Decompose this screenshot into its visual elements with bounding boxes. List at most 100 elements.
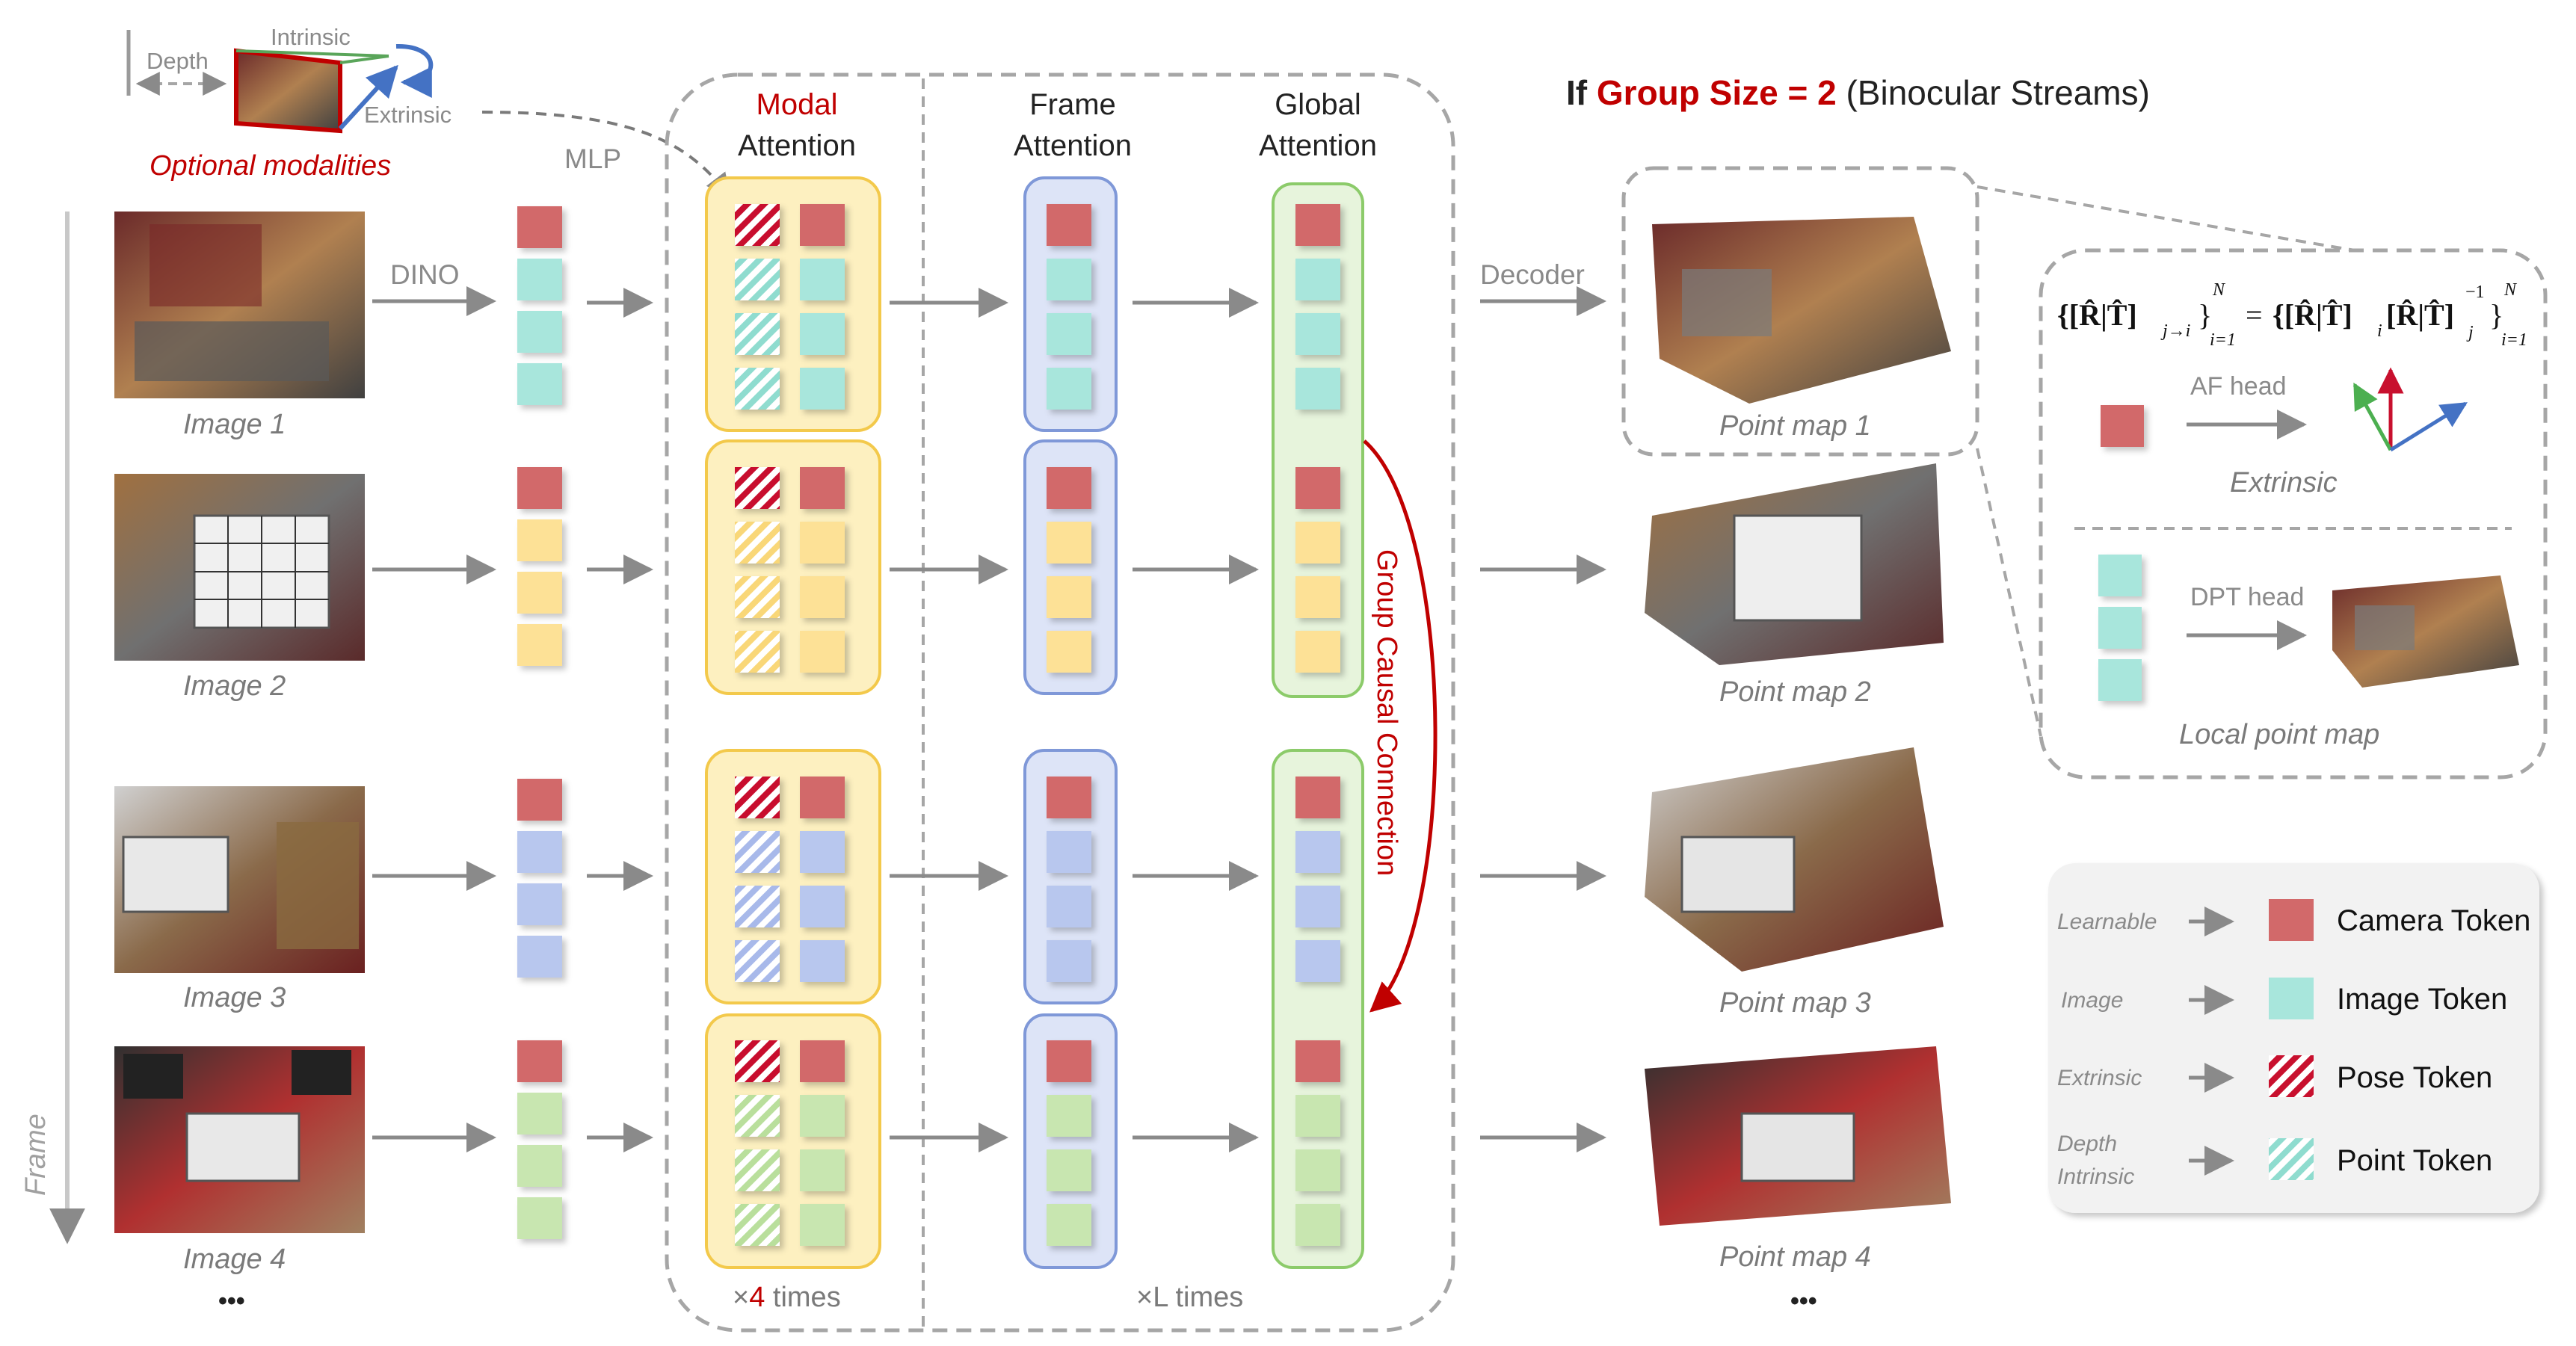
svg-text:{[R̂|T̂]: {[R̂|T̂]: [2273, 298, 2352, 332]
svg-text:}: }: [2198, 298, 2212, 332]
camera-token: [800, 467, 845, 509]
detail-zoom-lines: [1976, 185, 2355, 737]
legend-camera-token-swatch: [2269, 899, 2314, 941]
camera-token: [517, 467, 562, 509]
point-token: [735, 940, 780, 982]
legend-camera-token-label: Camera Token: [2337, 904, 2530, 937]
svg-text:N: N: [2503, 280, 2518, 300]
camera-token: [517, 1040, 562, 1082]
camera-token: [1295, 777, 1340, 818]
point-map-2-label: Point map 2: [1719, 676, 1871, 708]
image-token: [517, 1145, 562, 1187]
point-token: [735, 1149, 780, 1191]
image-token: [800, 1149, 845, 1191]
input-images: Image 1 Image 2 Image 3 Image 4 •••: [114, 212, 365, 1315]
image-token: [1047, 831, 1091, 873]
point-token: [735, 313, 780, 355]
image-token: [517, 831, 562, 873]
image-token: [2098, 607, 2142, 649]
point-token: [735, 886, 780, 927]
frame-axis: Frame: [20, 212, 85, 1244]
modal-attention-box-1: [705, 176, 881, 432]
legend-source-image: Image: [2061, 988, 2123, 1013]
times-4-label: ×4 times: [733, 1282, 841, 1313]
image-token: [517, 519, 562, 561]
modality-injection-arrow: [481, 111, 730, 198]
global-attention-group-1: [1272, 182, 1364, 698]
image-token: [1047, 631, 1091, 673]
global-attention-group-2: [1272, 749, 1364, 1269]
modal-attention-box-3: [705, 749, 881, 1004]
image-4-label: Image 4: [183, 1244, 286, 1275]
image-token: [800, 886, 845, 927]
image-token: [1295, 886, 1340, 927]
legend: Learnable Camera Token Image Image Token…: [2048, 863, 2539, 1213]
frame-attention-title-2: Attention: [1014, 129, 1132, 162]
point-map-1: Point map 1: [1652, 217, 1951, 442]
camera-token: [1047, 467, 1091, 509]
mlp-arrows: [587, 288, 653, 1152]
svg-text:[R̂|T̂]: [R̂|T̂]: [2386, 298, 2454, 332]
modal-attention-box-2: [705, 439, 881, 695]
point-map-2: Point map 2: [1645, 463, 1944, 708]
image-token: [1047, 1149, 1091, 1191]
group-causal-label: Group Causal Connection: [1371, 549, 1402, 876]
image-token: [1295, 940, 1340, 982]
image-token: [800, 368, 845, 410]
image-token: [1295, 1095, 1340, 1137]
image-token: [1047, 1204, 1091, 1246]
image-3-label: Image 3: [183, 982, 286, 1013]
modal-to-frame-arrows: [890, 288, 1008, 1152]
camera-token: [800, 1040, 845, 1082]
point-map-4-label: Point map 4: [1719, 1241, 1871, 1273]
modal-attention-box-4: [705, 1013, 881, 1269]
svg-text:}: }: [2489, 298, 2503, 332]
modal-attention-title-2: Attention: [738, 129, 856, 162]
modal-attention-column: [705, 176, 881, 1269]
modal-attention-title-1: Modal: [757, 88, 838, 121]
af-head-label: AF head: [2190, 372, 2287, 401]
decoder-arrows: [1480, 286, 1606, 1152]
svg-text:i: i: [2377, 321, 2382, 341]
image-4: Image 4: [114, 1046, 365, 1275]
pose-token: [735, 204, 780, 246]
image-token: [517, 1093, 562, 1134]
point-map-4: Point map 4: [1645, 1046, 1951, 1273]
image-token: [800, 1204, 845, 1246]
camera-token: [1047, 777, 1091, 818]
camera-token: [1047, 1040, 1091, 1082]
camera-token: [1047, 204, 1091, 246]
image-token: [1047, 576, 1091, 618]
image-token: [1295, 576, 1340, 618]
point-token: [735, 522, 780, 564]
point-map-1-highlight: [1621, 166, 1979, 457]
svg-text:{[R̂|T̂]: {[R̂|T̂]: [2057, 298, 2137, 332]
svg-text:j: j: [2466, 323, 2474, 342]
legend-pose-token-label: Pose Token: [2337, 1061, 2492, 1094]
mlp-label: MLP: [564, 143, 621, 174]
times-L-label: ×L times: [1136, 1282, 1243, 1313]
image-token: [1295, 313, 1340, 355]
images-ellipsis: •••: [218, 1287, 245, 1315]
intrinsic-label: Intrinsic: [271, 24, 351, 50]
svg-text:i=1: i=1: [2501, 330, 2527, 350]
image-token: [517, 311, 562, 353]
point-token: [735, 1095, 780, 1137]
extrinsic-label: Extrinsic: [364, 102, 452, 128]
svg-text:j→i: j→i: [2160, 321, 2190, 341]
point-token: [735, 1204, 780, 1246]
image-token: [1047, 313, 1091, 355]
svg-text:−1: −1: [2465, 283, 2485, 302]
pose-token: [735, 467, 780, 509]
image-token: [1295, 631, 1340, 673]
svg-text:N: N: [2212, 280, 2226, 300]
point-token: [735, 831, 780, 873]
image-1-label: Image 1: [183, 409, 286, 440]
camera-token: [800, 777, 845, 818]
svg-text:i=1: i=1: [2210, 330, 2236, 350]
image-token: [1295, 522, 1340, 564]
point-maps-ellipsis: •••: [1790, 1287, 1817, 1315]
image-token: [1295, 1204, 1340, 1246]
legend-point-token-swatch: [2269, 1138, 2314, 1180]
